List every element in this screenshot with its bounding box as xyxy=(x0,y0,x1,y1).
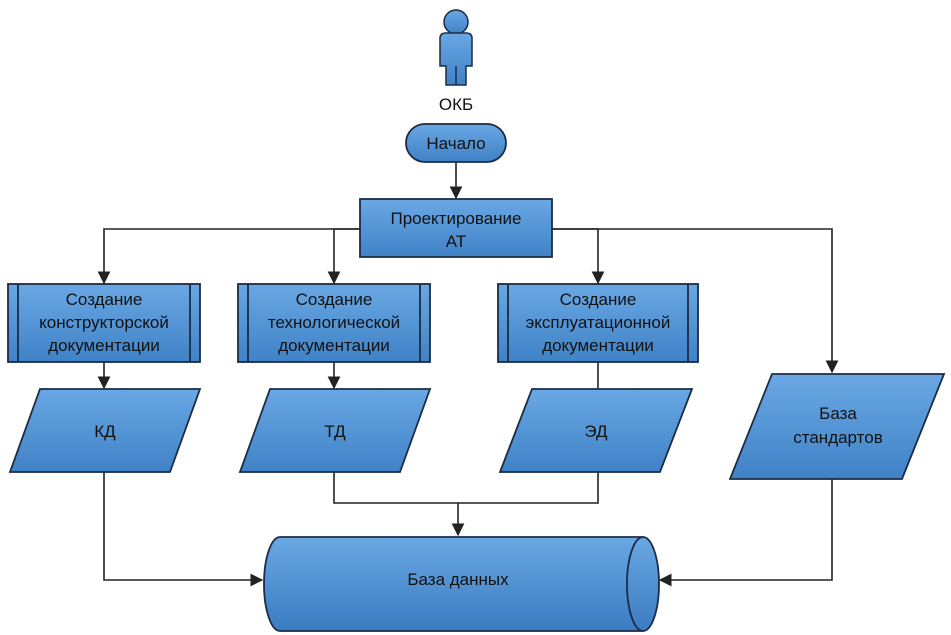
design-process[interactable]: Проектирование АТ xyxy=(359,198,553,258)
connector-design-kd-process xyxy=(97,228,360,285)
process-ed-line2: эксплуатационной xyxy=(526,313,671,332)
design-shape xyxy=(359,198,553,258)
process-kd-line3: документации xyxy=(48,336,160,355)
database-end-curve xyxy=(626,536,644,632)
process-kd-shape xyxy=(7,283,201,363)
output-ed-label: ЭД xyxy=(584,422,608,441)
output-td-label: ТД xyxy=(324,422,346,441)
connector-standards-database xyxy=(658,479,833,587)
process-td-line3: документации xyxy=(278,336,390,355)
process-ed-line1: Создание xyxy=(560,290,637,309)
connector-td-ed-merge xyxy=(333,472,599,504)
actor-label: ОКБ xyxy=(439,95,473,114)
process-ed-line3: документации xyxy=(542,336,654,355)
connector-design-standards xyxy=(552,228,839,374)
output-td-shape xyxy=(238,388,432,473)
output-td[interactable]: ТД xyxy=(238,388,432,473)
output-standards[interactable]: База стандартов xyxy=(728,373,946,480)
process-ed-shape xyxy=(497,283,699,363)
process-kd-line1: Создание xyxy=(66,290,143,309)
process-kd[interactable]: Создание конструкторской документации xyxy=(7,283,201,363)
person-icon xyxy=(439,9,473,86)
connector-kd-database xyxy=(103,472,264,587)
output-standards-line2: стандартов xyxy=(793,428,882,447)
output-standards-shape xyxy=(728,373,946,480)
process-td-line2: технологической xyxy=(268,313,400,332)
start-label: Начало xyxy=(426,134,485,153)
process-td-line1: Создание xyxy=(296,290,373,309)
connector-design-ed-process xyxy=(552,228,605,285)
process-ed[interactable]: Создание эксплуатационной документации xyxy=(497,283,699,363)
output-kd-label: КД xyxy=(94,422,116,441)
process-td[interactable]: Создание технологической документации xyxy=(237,283,431,363)
design-label-line2: АТ xyxy=(446,232,466,251)
database-label: База данных xyxy=(407,570,509,589)
start-shape xyxy=(405,123,507,163)
process-td-shape xyxy=(237,283,431,363)
output-kd[interactable]: КД xyxy=(8,388,202,473)
connector-design-td-process xyxy=(327,228,360,285)
process-kd-line2: конструкторской xyxy=(39,313,169,332)
connectors xyxy=(97,162,839,587)
output-standards-line1: База xyxy=(819,404,857,423)
start-terminator[interactable]: Начало xyxy=(405,123,507,163)
output-kd-shape xyxy=(8,388,202,473)
output-ed[interactable]: ЭД xyxy=(498,388,694,473)
database[interactable]: База данных xyxy=(263,536,660,632)
output-ed-shape xyxy=(498,388,694,473)
actor-okb: ОКБ xyxy=(439,9,473,114)
design-label-line1: Проектирование xyxy=(390,209,521,228)
